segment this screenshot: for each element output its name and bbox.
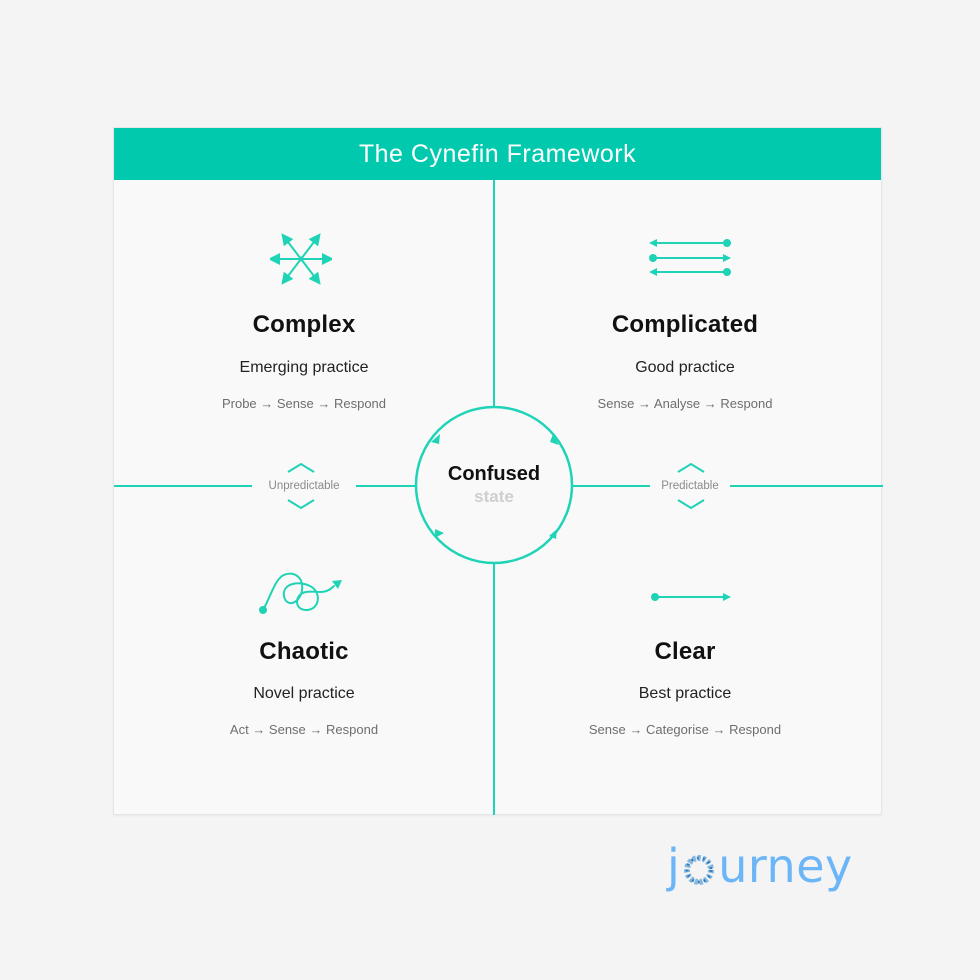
tangled-arrow-icon [259, 572, 342, 614]
confused-state-text: Confused state [414, 405, 574, 565]
chaotic-practice: Novel practice [253, 685, 355, 702]
quadrant-complicated: Complicated Good practice Sense → Analys… [495, 180, 875, 485]
quadrant-complex: Complex Emerging practice Probe → Sense … [114, 180, 494, 485]
chevron-up-icon [677, 462, 705, 473]
complex-practice: Emerging practice [239, 359, 369, 376]
cynefin-diagram: The Cynefin Framework Unpredictable Pred… [113, 127, 883, 815]
chevron-down-icon [287, 499, 315, 510]
complex-steps: Probe → Sense → Respond [221, 396, 387, 411]
complicated-title: Complicated [611, 311, 759, 338]
radiating-arrows-icon [270, 233, 332, 285]
confused-state-circle: Confused state [414, 405, 574, 565]
logo-text-urney: urney [718, 839, 853, 893]
confused-subtitle: state [474, 487, 514, 506]
quadrant-clear: Clear Best practice Sense → Categorise →… [495, 487, 875, 815]
predictable-label: Predictable [650, 479, 730, 493]
journey-logo: j urney [667, 836, 853, 896]
quadrant-chaotic: Chaotic Novel practice Act → Sense → Res… [114, 487, 494, 815]
clear-steps: Sense → Categorise → Respond [588, 722, 782, 737]
diagram-header: The Cynefin Framework [114, 128, 881, 180]
diagram-title: The Cynefin Framework [358, 139, 637, 168]
cycle-circle-icon [414, 405, 574, 565]
complicated-steps: Sense → Analyse → Respond [597, 396, 773, 411]
vertical-divider-top [493, 180, 495, 406]
logo-text-j: j [667, 839, 681, 893]
chaotic-title: Chaotic [259, 638, 349, 665]
complex-title: Complex [252, 311, 356, 338]
confused-title: Confused [447, 463, 541, 485]
chevron-up-icon [287, 462, 315, 473]
parallel-arrows-icon [649, 239, 731, 276]
vertical-divider-bottom [493, 564, 495, 815]
chaotic-steps: Act → Sense → Respond [229, 722, 379, 737]
clear-title: Clear [654, 638, 716, 665]
clear-practice: Best practice [638, 685, 732, 702]
unpredictable-label: Unpredictable [252, 479, 356, 493]
globe-o-icon [684, 855, 715, 885]
chevron-down-icon [677, 499, 705, 510]
straight-arrow-icon [651, 593, 731, 601]
complicated-practice: Good practice [635, 359, 735, 376]
